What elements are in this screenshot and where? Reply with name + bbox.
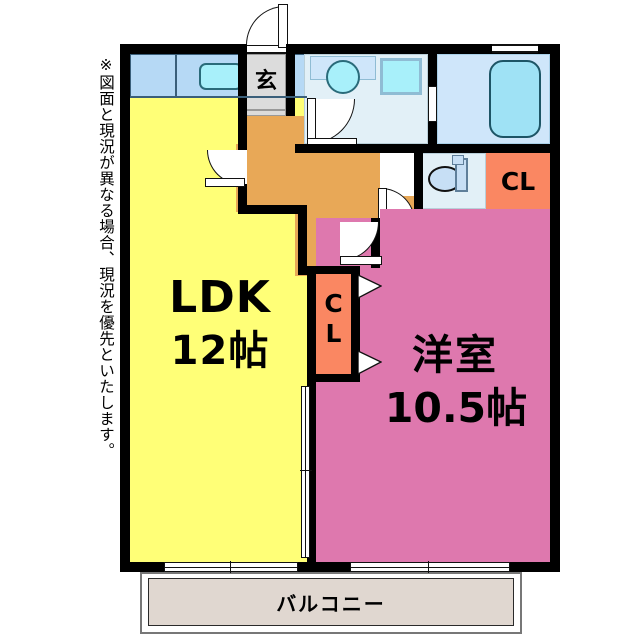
room-ldk-extension	[130, 205, 307, 562]
closet-right-label: CL	[500, 166, 536, 196]
sliding-door-track-line	[305, 386, 307, 558]
wall-washroom-bottom	[295, 144, 437, 153]
bath-door-frame	[428, 86, 437, 122]
balcony-label: バルコニー	[276, 591, 386, 616]
balcony-window-bedroom-mid	[350, 567, 510, 569]
ldk-label: LDK	[169, 271, 271, 323]
disclaimer-note: ※図面と現況が異なる場合、現況を優先といたします。	[97, 56, 115, 459]
closet-center-fold-icon-bottom	[358, 350, 382, 375]
ldk-door-leaf	[205, 178, 245, 187]
balcony-window-ldk-overlap	[230, 561, 232, 573]
entrance-genkan	[246, 54, 286, 116]
closet-center-label-bottom: L	[325, 318, 342, 348]
closet-center	[316, 274, 351, 374]
wall-center-closet-left	[307, 266, 316, 382]
wall-center-closet-bottom	[307, 374, 360, 382]
room-bedroom-upper	[380, 209, 550, 249]
wall-ldk-hall-bottom	[238, 205, 307, 214]
kitchen-sink-icon	[199, 63, 243, 90]
bedroom-label: 洋室	[412, 331, 498, 379]
bedroom-door-leaf	[340, 256, 382, 265]
wall-ldk-bedroom-divider	[307, 382, 316, 562]
toilet-tank-lid	[452, 155, 464, 165]
wall-toilet-left	[414, 153, 423, 221]
wall-kitchen-bottom-edge	[130, 96, 307, 98]
wall-ldk-right-lower	[298, 205, 307, 275]
closet-right	[486, 153, 550, 209]
closet-center-label-top: C	[324, 288, 343, 318]
balcony-outer-frame	[140, 572, 522, 634]
wall-bedroom-left-upper	[371, 218, 380, 268]
bathtub-icon	[489, 60, 541, 138]
entrance-label: 玄	[254, 69, 277, 94]
wall-center-closet-top	[307, 266, 360, 274]
closet-center-fold-icon-top	[358, 274, 382, 299]
wall-ldk-right-mid	[238, 184, 247, 214]
exterior-wall-top	[120, 44, 560, 54]
wall-center-closet-right	[351, 266, 360, 382]
wall-bath-bottom	[437, 144, 550, 153]
balcony-area	[148, 578, 514, 626]
ldk-door-frame	[238, 150, 247, 184]
wall-genkan-left	[238, 44, 247, 116]
genkan-step-line	[246, 109, 286, 111]
vanity-basin-icon	[326, 60, 360, 94]
entrance-door-frame	[246, 44, 286, 54]
exterior-wall-left	[120, 44, 130, 572]
wall-ldk-right-upper	[238, 116, 247, 150]
ldk-size-label: 12帖	[170, 328, 270, 374]
exterior-wall-right	[550, 44, 560, 572]
kitchen-counter-divider	[175, 55, 177, 97]
bath-window	[492, 44, 538, 53]
sliding-door-overlap-mark	[300, 470, 312, 472]
exterior-wall-bottom	[120, 562, 560, 572]
balcony-window-bedroom-overlap	[428, 561, 430, 573]
washing-machine-space-icon	[380, 58, 422, 95]
entrance-door-leaf	[278, 4, 288, 48]
wall-genkan-right	[286, 44, 295, 144]
bedroom-size-label: 10.5帖	[384, 384, 528, 432]
